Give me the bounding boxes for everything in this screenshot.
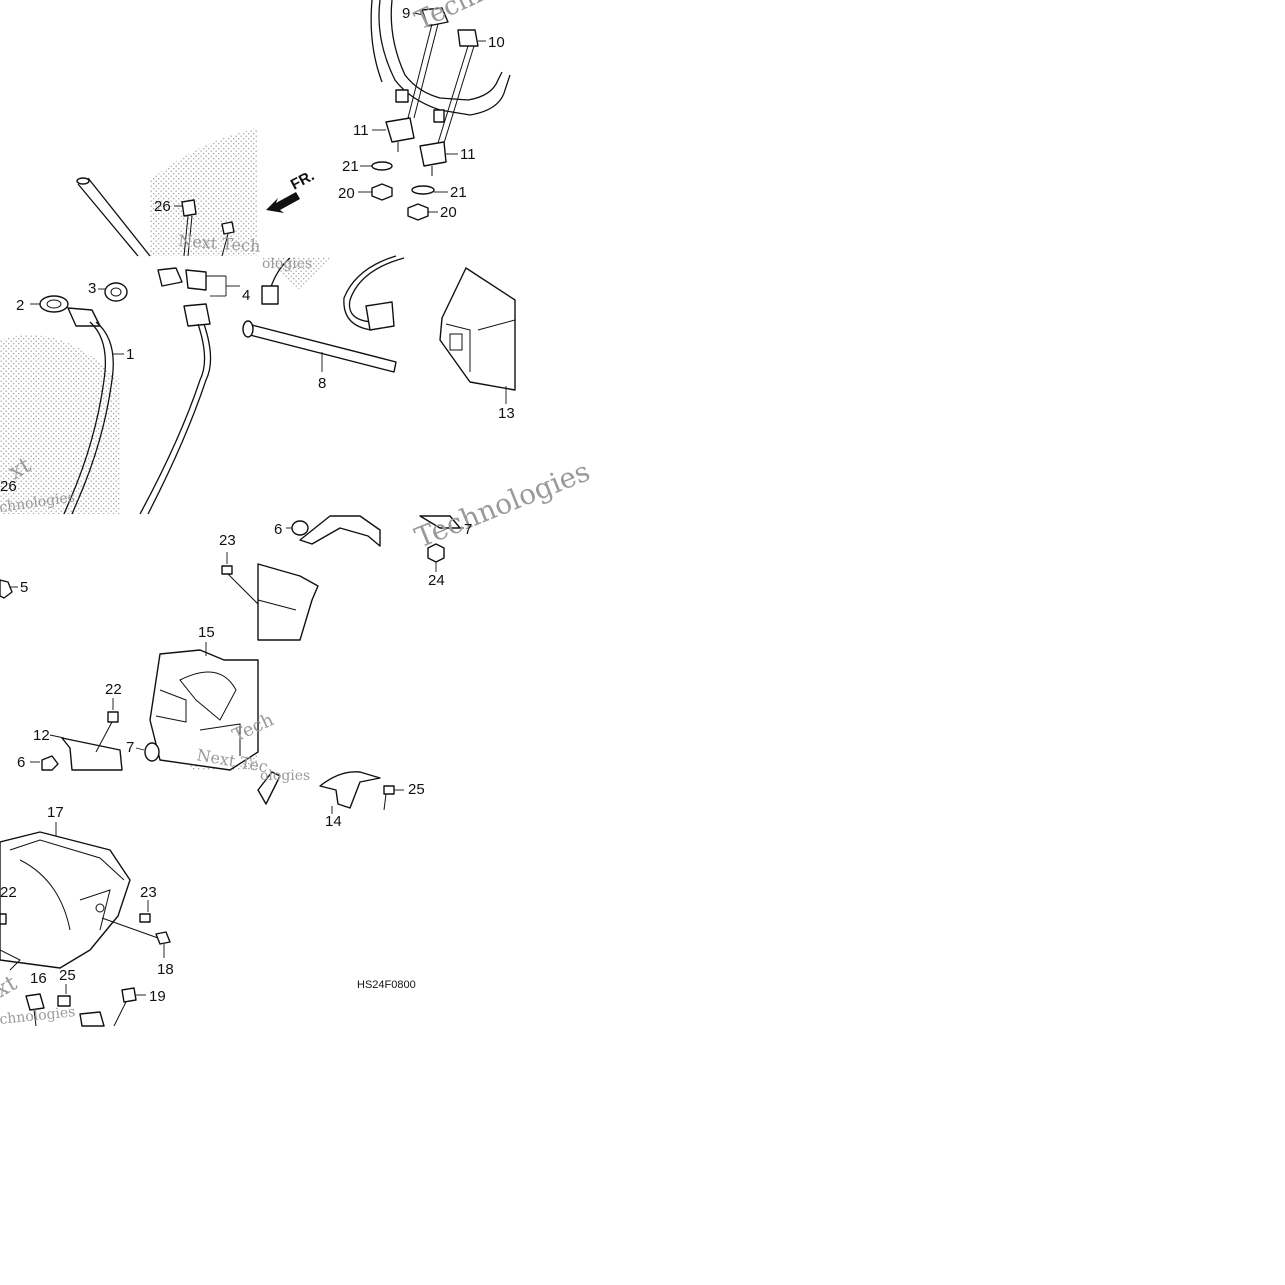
tile2-parts [30,255,516,515]
watermark-10: chnologies [0,1004,76,1028]
callout-26-top: 26 [154,198,171,215]
tile1-left-parts [76,177,235,257]
connector-4b [185,269,207,291]
grip-ring-right [433,109,445,123]
callout-18: 18 [157,961,174,978]
callout-25-top: 25 [408,781,425,798]
clamp-9 [421,7,449,27]
tile5-parts [0,822,171,1027]
callout-11-right: 11 [460,146,476,163]
callout-20-left: 20 [338,185,355,202]
tile4-parts [257,771,404,814]
grommet-2 [39,295,69,313]
callout-23-top: 23 [219,532,236,549]
holder-11-left [385,117,415,143]
clip-6-top [291,520,309,536]
bracket-14 [319,771,381,809]
watermark-5: Technologies [410,454,594,554]
cable-end-1 [67,307,101,327]
callout-21-left: 21 [342,158,359,175]
front-direction-arrow: FR. [266,167,317,213]
callout-19: 19 [149,988,166,1005]
callout-10: 10 [488,34,505,51]
connector-right [365,301,395,331]
nut-20-right [407,203,429,221]
callout-2: 2 [16,297,24,314]
callout-16: 16 [30,970,47,987]
callout-26-mid: 26 [0,478,17,495]
callout-5: 5 [20,579,28,596]
callout-22-bottom: 22 [0,884,17,901]
cap-3 [104,282,128,302]
callout-1: 1 [126,346,134,363]
callouts: 9 10 11 11 21 21 20 20 26 26 2 3 1 4 8 1… [0,5,515,1005]
washer-21-right [411,185,435,195]
screw-22-mid [107,711,119,723]
grommet-7 [144,742,160,762]
screw-5 [0,579,13,599]
screw-22-bottom [0,913,7,925]
screw-25-bottom [57,995,71,1007]
washer-21-left [371,161,393,171]
callout-6-lower: 6 [17,754,25,771]
callout-11-left: 11 [353,122,369,139]
callout-14: 14 [325,813,342,830]
callout-8: 8 [318,375,326,392]
screw-23-bottom [139,913,151,923]
callout-17: 17 [47,804,64,821]
callout-3: 3 [88,280,96,297]
tile3-parts [0,515,464,771]
bolt-19 [121,987,137,1003]
watermark-1: Technologies [410,0,579,36]
callout-24: 24 [428,572,445,589]
screw-23-top [221,565,233,575]
callout-23-bottom: 23 [140,884,157,901]
cover-13 [439,267,516,391]
bolt-26-top [181,199,197,217]
direction-label: FR. [288,167,317,193]
callout-4: 4 [242,287,250,304]
handlebar-group [358,0,511,221]
callout-22-mid: 22 [105,681,122,698]
watermark-11: xt [0,971,22,1003]
callout-9: 9 [402,5,410,22]
grip-ring-left [395,89,409,103]
callout-25-bottom: 25 [59,967,76,984]
watermark-9: ologies [260,768,310,784]
callout-15: 15 [198,624,215,641]
cover-17 [0,831,131,969]
holder-11-right [419,141,447,167]
callout-7-top: 7 [464,521,472,538]
clip-6-lower [41,755,59,771]
callout-13: 13 [498,405,515,422]
clamp-10 [457,29,479,47]
callout-20-right: 20 [440,204,457,221]
nut-24 [427,543,445,563]
screw-18 [155,931,171,945]
diagram-code: HS24F0800 [357,979,416,991]
callout-21-right: 21 [450,184,467,201]
pipe-8 [245,323,397,373]
bracket-15 [149,649,259,771]
callout-7-lower: 7 [126,739,134,756]
callout-6-top: 6 [274,521,282,538]
connector-top [261,285,279,305]
screw-25-top [383,785,395,795]
screw-16 [25,993,45,1011]
connector-4a [157,267,183,287]
callout-12: 12 [33,727,50,744]
plate-12 [61,737,123,771]
watermark-3: ologies [262,256,312,272]
nut-20-left [371,183,393,201]
